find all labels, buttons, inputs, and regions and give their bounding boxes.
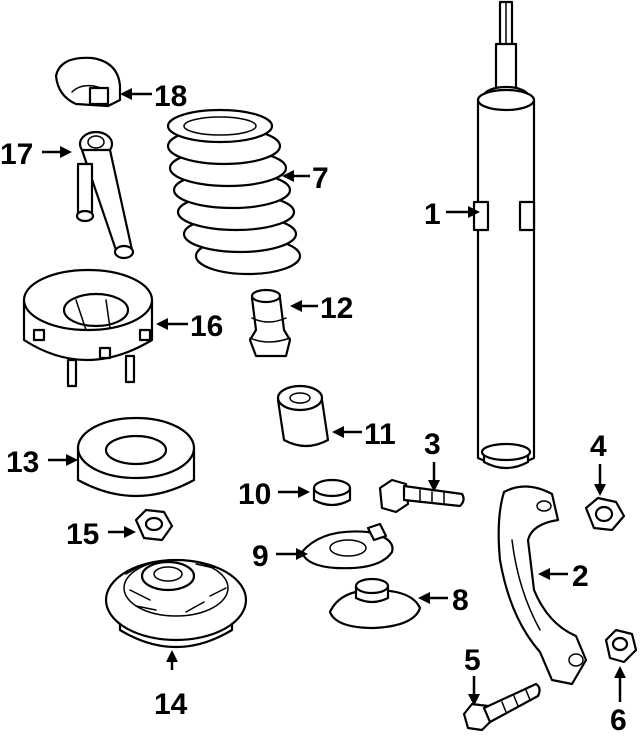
- callout-15: 15: [66, 518, 99, 551]
- callout-4: 4: [590, 430, 607, 463]
- part-18-cap: [54, 56, 122, 108]
- part-16-spring-seat: [22, 268, 154, 388]
- part-5-bolt: [462, 682, 541, 732]
- callout-1: 1: [424, 198, 441, 231]
- callout-9: 9: [252, 540, 269, 573]
- part-3-bolt: [378, 478, 465, 514]
- part-4-nut: [584, 496, 626, 532]
- part-2-bracket: [497, 485, 588, 686]
- callout-7: 7: [312, 162, 329, 195]
- callout-10: 10: [238, 478, 271, 511]
- part-17-link: [75, 130, 135, 260]
- part-6-nut: [604, 628, 638, 664]
- callout-labels: 1 2 3 4 5 6 7 8 9 10 11 12 13 14 15 16 1…: [0, 80, 627, 737]
- part-14-top-mount: [104, 558, 248, 649]
- part-15-nut: [134, 508, 174, 542]
- part-9-bracket: [300, 522, 394, 570]
- callout-8: 8: [452, 584, 469, 617]
- callout-2: 2: [572, 560, 589, 593]
- part-13-isolator: [76, 416, 196, 498]
- callout-13: 13: [6, 446, 39, 479]
- callout-3: 3: [424, 428, 441, 461]
- part-11-dust-boot: [276, 384, 330, 448]
- part-1-strut: [472, 0, 536, 470]
- callout-17: 17: [0, 138, 33, 171]
- part-10-spacer: [312, 478, 352, 507]
- callout-18: 18: [154, 80, 187, 113]
- part-12-bumper: [248, 288, 292, 358]
- callout-11: 11: [364, 418, 396, 451]
- callout-12: 12: [320, 292, 353, 325]
- callout-6: 6: [610, 704, 627, 737]
- callout-14: 14: [154, 688, 188, 721]
- part-8-plate: [328, 577, 422, 630]
- callout-5: 5: [464, 644, 481, 677]
- leaders: [42, 88, 626, 706]
- part-7-coil-spring: [166, 108, 302, 276]
- callout-16: 16: [190, 310, 223, 343]
